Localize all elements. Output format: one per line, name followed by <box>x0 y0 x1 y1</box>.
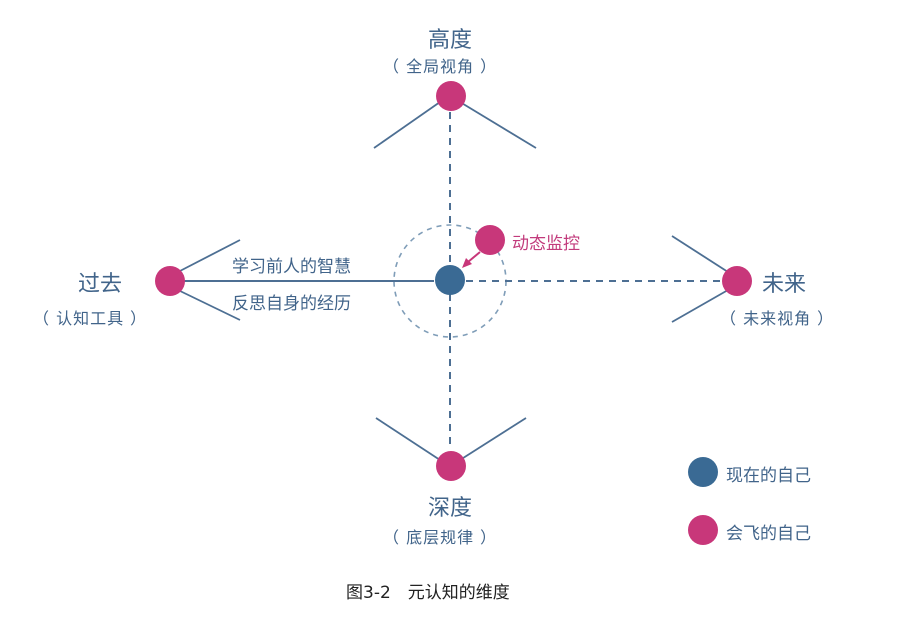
right-node <box>722 266 752 296</box>
left-node <box>155 266 185 296</box>
legend-label-flying: 会飞的自己 <box>726 524 811 544</box>
bottom-title: 深度 <box>428 496 473 521</box>
left-wing-top <box>177 239 241 273</box>
monitor-label: 动态监控 <box>512 234 580 254</box>
monitor-arrow-head <box>462 258 472 268</box>
bottom-subtitle: （ 底层规律 ） <box>383 528 498 547</box>
legend-blue-dot <box>688 457 718 487</box>
right-title: 未来 <box>762 272 807 297</box>
left-wing-bottom <box>177 289 241 321</box>
top-wing-left <box>373 101 441 149</box>
monitor-arrow-line <box>467 251 481 263</box>
figure-caption: 图3-2 元认知的维度 <box>346 583 510 603</box>
right-wing-top <box>671 235 729 273</box>
top-title: 高度 <box>428 28 473 53</box>
bottom-wing-left <box>375 417 441 461</box>
top-subtitle: （ 全局视角 ） <box>383 57 498 76</box>
legend-label-current: 现在的自己 <box>726 466 811 486</box>
legend-pink-dot <box>688 515 718 545</box>
right-subtitle: （ 未来视角 ） <box>720 309 835 328</box>
right-wing-bottom <box>671 289 729 323</box>
monitor-node <box>475 225 505 255</box>
top-node <box>436 81 466 111</box>
left-line-text-2: 反思自身的经历 <box>232 294 351 314</box>
bottom-wing-right <box>459 417 527 461</box>
center-node <box>435 265 465 295</box>
bottom-node <box>436 451 466 481</box>
top-wing-right <box>459 101 537 149</box>
left-title: 过去 <box>78 272 123 297</box>
left-subtitle: （ 认知工具 ） <box>33 309 148 328</box>
left-line-text-1: 学习前人的智慧 <box>232 257 351 277</box>
